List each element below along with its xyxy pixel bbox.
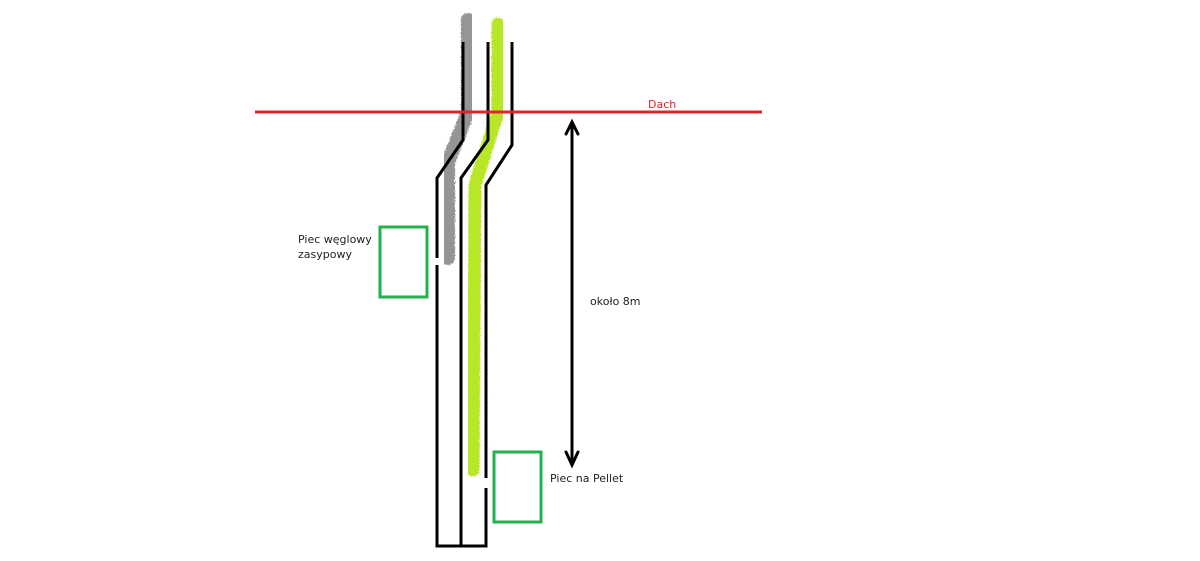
coal-flue-smoke (441, 13, 475, 265)
chimney-left-wall (435, 42, 465, 258)
chimney-right-wall (484, 42, 514, 478)
height-arrow-head-top (564, 118, 580, 136)
coal-stove-label-line1: Piec węglowy (298, 233, 372, 246)
coal-stove-box (378, 225, 429, 299)
height-label: około 8m (590, 295, 641, 308)
chimney-middle-wall (459, 42, 490, 546)
height-arrow (564, 118, 580, 469)
pellet-stove-box (492, 450, 543, 524)
height-arrow-head-bottom (564, 450, 580, 469)
pellet-flue (466, 17, 505, 477)
roof-label: Dach (648, 98, 676, 111)
coal-stove-label-line2: zasypowy (298, 248, 352, 261)
pellet-stove-label: Piec na Pellet (550, 472, 624, 485)
chimney-walls (435, 42, 514, 548)
